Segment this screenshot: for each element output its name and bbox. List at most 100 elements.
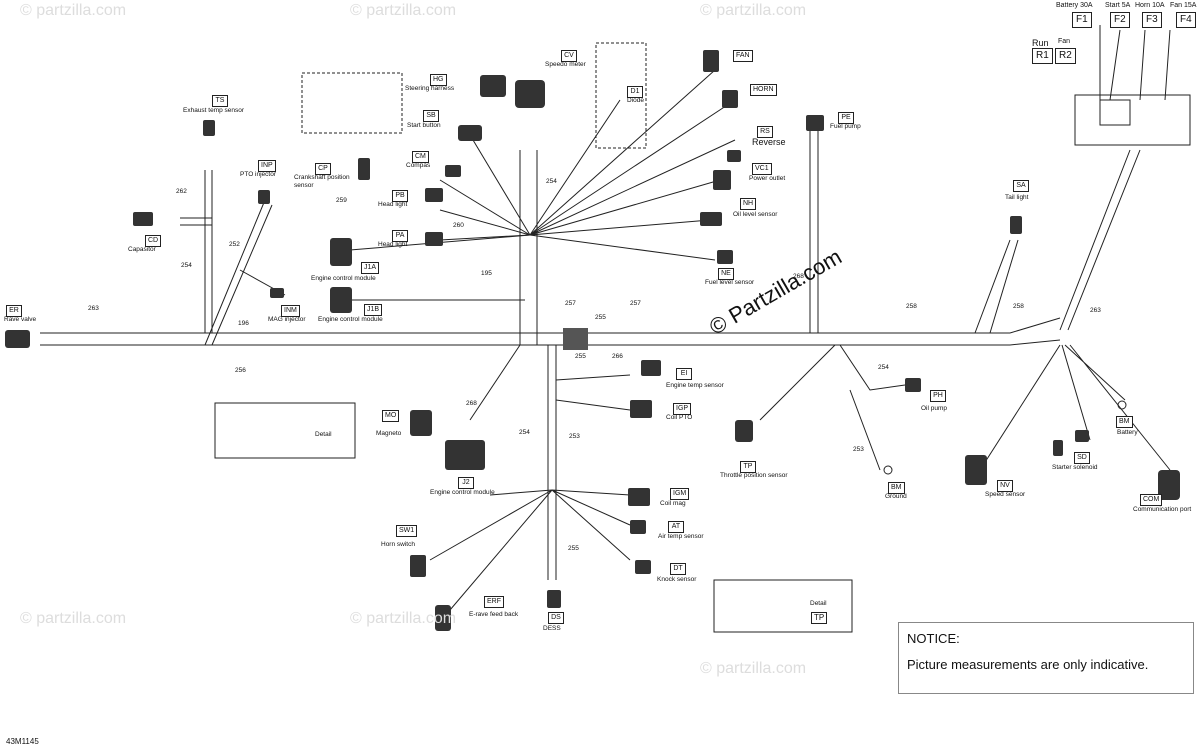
tag-ne: NE (718, 268, 734, 280)
tag-ph: PH (930, 390, 946, 402)
label-air-temp-sensor: Air temp sensor (658, 533, 704, 540)
diagram-reference: 43M1145 (6, 737, 39, 746)
callout-259: 259 (336, 197, 347, 204)
watermark-faint: © partzilla.com (350, 610, 457, 627)
tag-cp: CP (315, 163, 331, 175)
tag-com: COM (1140, 494, 1163, 506)
tag-dt: DT (670, 563, 686, 575)
notice-title: NOTICE: (907, 631, 960, 646)
callout-254: 254 (181, 262, 192, 269)
label-e-rave-feed-back: E-rave feed back (469, 611, 519, 618)
tag-inm: INM (281, 305, 300, 317)
label-starter-solenoid: Starter solenoid (1052, 464, 1098, 471)
watermark-faint: © partzilla.com (700, 2, 807, 19)
label-coil-mag: Coil mag (660, 500, 686, 507)
callout-263-b: 263 (1090, 307, 1101, 314)
label-oil-level-sensor: Oil level sensor (733, 211, 778, 218)
fuse-label-f3: Horn 10A (1135, 2, 1165, 9)
label-speed-sensor: Speed sensor (985, 491, 1026, 498)
tag-pa: PA (392, 230, 408, 242)
callout-266-b: 268 (466, 400, 477, 407)
tag-tp: TP (740, 461, 756, 473)
tag-ei: EI (676, 368, 692, 380)
callout-258-b: 258 (1013, 303, 1024, 310)
callout-243: 196 (238, 320, 249, 327)
label-ecm-j1b: Engine control module (318, 316, 383, 323)
label-horn-switch: Horn switch (381, 541, 415, 548)
callout-255-c: 255 (568, 545, 579, 552)
tag-inp: INP (258, 160, 276, 172)
tag-pb: PB (392, 190, 408, 202)
fuse-label-f4: Fan 15A (1170, 2, 1197, 9)
callout-254-d: 254 (519, 429, 530, 436)
tag-cv: CV (561, 50, 577, 62)
tag-hg: HG (430, 74, 447, 86)
watermark-faint: © partzilla.com (20, 610, 127, 627)
callout-256: 256 (235, 367, 246, 374)
callout-265: 266 (612, 353, 623, 360)
fuse-f4: F4 (1176, 12, 1196, 28)
label-throttle-position-sensor: Throttle position sensor (720, 472, 788, 479)
tag-ds: DS (548, 612, 564, 624)
callout-253-b: 253 (569, 433, 580, 440)
label-fuel-pump: Fuel pump (830, 123, 861, 130)
label-coil-pto: Coil PTO (666, 414, 693, 421)
callout-253: 253 (853, 446, 864, 453)
tag-nv: NV (997, 480, 1013, 492)
tag-ts: TS (212, 95, 228, 107)
label-knock-sensor: Knock sensor (657, 576, 697, 583)
tag-mo: MO (382, 410, 400, 422)
label-magneto: Magneto (376, 430, 402, 437)
notice-text: Picture measurements are only indicative… (907, 657, 1149, 672)
tag-igp: IGP (673, 403, 692, 415)
relay-r1: R1 (1032, 48, 1053, 64)
fuse-f1: F1 (1072, 12, 1092, 28)
tag-vc1: VC1 (752, 163, 772, 175)
tag-sb: SB (423, 110, 439, 122)
tag-bm-ground: BM (888, 482, 905, 494)
callout-252: 252 (229, 241, 240, 248)
label-reverse: Reverse (752, 137, 786, 147)
callout-262: 262 (176, 188, 187, 195)
notice-box: NOTICE: Picture measurements are only in… (898, 622, 1194, 694)
tag-cm: CM (412, 151, 429, 163)
callout-258: 258 (906, 303, 917, 310)
label-rave-valve: Rave valve (4, 316, 37, 323)
fuse-label-f1: Battery 30A (1056, 2, 1093, 9)
label-tail-light: Tail light (1005, 194, 1029, 201)
tag-j2: J2 (458, 477, 474, 489)
label-power-outlet: Power outlet (749, 175, 786, 182)
label-capasitor: Capasitor (128, 246, 156, 253)
tag-sw1: SW1 (396, 525, 418, 537)
tag-rs: RS (757, 126, 773, 138)
tag-j1b: J1B (364, 304, 383, 316)
tag-sa: SA (1013, 180, 1029, 192)
tag-er: ER (6, 305, 22, 317)
relay-label-r2: Fan (1058, 38, 1071, 45)
label-fuel-level-sensor: Fuel level sensor (705, 279, 755, 286)
callout-255: 255 (595, 314, 606, 321)
label-dess: DESS (543, 625, 561, 632)
tag-erf: ERF (484, 596, 504, 608)
detail-ref-tp: TP (811, 612, 828, 624)
label-start-button: Start button (407, 122, 441, 129)
label-diode: Diode (627, 97, 644, 104)
tag-nh: NH (740, 198, 757, 210)
callout-263: 263 (88, 305, 99, 312)
label-head-light-pb: Head light (378, 201, 408, 208)
tag-at: AT (668, 521, 684, 533)
tag-cd: CD (145, 235, 162, 247)
label-communication-port: Communication port (1133, 506, 1192, 513)
label-ecm-j1a: Engine control module (311, 275, 376, 282)
label-compas: Compas (406, 162, 431, 169)
label-exhaust-temp-sensor: Exhaust temp sensor (183, 107, 245, 114)
tag-fan: FAN (733, 50, 753, 62)
label-battery: Battery (1117, 429, 1138, 436)
watermark-faint: © partzilla.com (350, 2, 457, 19)
tag-igm: IGM (670, 488, 690, 500)
label-mag-injector: MAG injector (268, 316, 306, 323)
callout-268: 195 (481, 270, 492, 277)
callout-254-b: 254 (546, 178, 557, 185)
callout-255-b: 255 (575, 353, 586, 360)
